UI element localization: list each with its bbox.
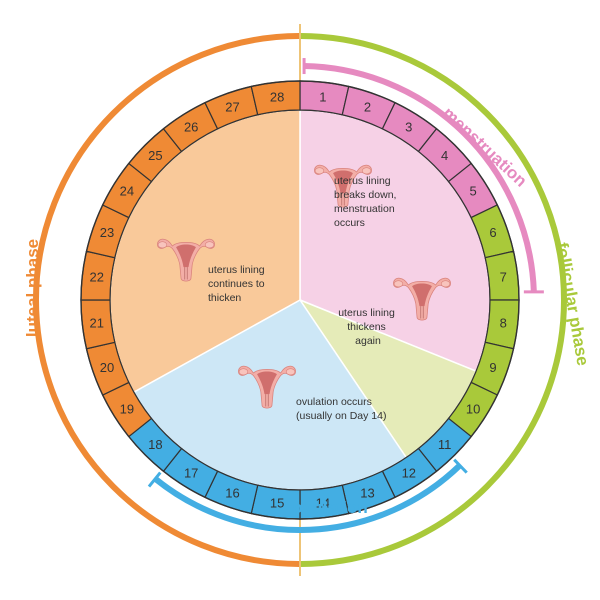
day-number-28: 28 <box>270 89 284 104</box>
day-number-18: 18 <box>148 437 162 452</box>
day-ring-outer-outline <box>80 80 520 520</box>
follicular-phase-ring <box>300 33 567 567</box>
uterus-icon-menstruation <box>314 164 372 208</box>
luteal-description: uterus lining continues to thicken <box>208 264 268 304</box>
ovulation-description: ovulation occurs (usually on Day 14) <box>296 396 386 422</box>
day-ring: 1234567891011121314151617181920212223242… <box>80 80 520 520</box>
day-number-8: 8 <box>500 315 507 330</box>
day-number-19: 19 <box>120 401 134 416</box>
inner-sectors <box>109 109 491 491</box>
day-number-26: 26 <box>184 119 198 134</box>
day-number-4: 4 <box>441 148 448 163</box>
day-number-7: 7 <box>500 270 507 285</box>
menstruation-bracket <box>304 63 537 292</box>
day-number-12: 12 <box>402 466 416 481</box>
day-number-13: 13 <box>360 486 374 501</box>
day-number-27: 27 <box>225 99 239 114</box>
phase-brackets <box>147 58 544 533</box>
menstruation-description: uterus lining breaks down, menstruation … <box>334 175 399 229</box>
day-number-3: 3 <box>405 119 412 134</box>
day-number-21: 21 <box>90 315 104 330</box>
day-number-14: 14 <box>316 496 330 511</box>
day-number-11: 11 <box>438 437 452 452</box>
day-number-2: 2 <box>364 99 371 114</box>
day-number-5: 5 <box>470 184 477 199</box>
uterus-icons <box>157 164 451 409</box>
ovulation-bracket <box>153 463 462 533</box>
day-number-16: 16 <box>225 486 239 501</box>
day-number-9: 9 <box>489 360 496 375</box>
uterus-icon-ovulation <box>238 365 296 409</box>
day-number-1: 1 <box>319 89 326 104</box>
descriptions: uterus lining breaks down, menstruation … <box>208 175 399 422</box>
luteal-phase-ring <box>33 33 300 567</box>
day-number-24: 24 <box>120 184 134 199</box>
day-number-20: 20 <box>100 360 114 375</box>
luteal-phase-label: luteal phase <box>23 239 42 337</box>
ovulation-bracket-start-tick <box>147 471 162 488</box>
thickening-description: uterus lining thickens again <box>338 307 398 347</box>
uterus-icon-thickening <box>393 277 451 321</box>
day-number-10: 10 <box>466 401 480 416</box>
day-number-15: 15 <box>270 496 284 511</box>
day-number-6: 6 <box>489 225 496 240</box>
day-number-25: 25 <box>148 148 162 163</box>
ovulation-label: ovulation <box>292 498 368 517</box>
day-number-17: 17 <box>184 466 198 481</box>
day-number-22: 22 <box>90 270 104 285</box>
ovulation-bracket-end-tick <box>453 458 468 474</box>
day-number-23: 23 <box>100 225 114 240</box>
uterus-icon-luteal <box>157 238 215 282</box>
